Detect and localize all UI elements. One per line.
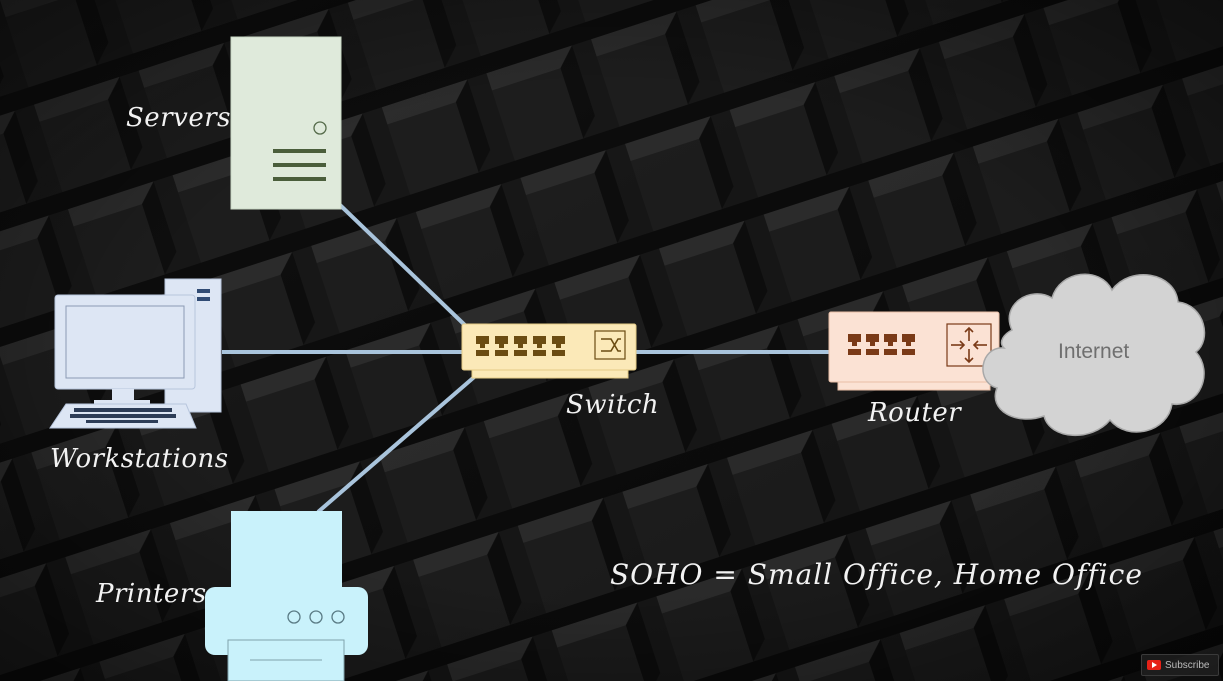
subscribe-button[interactable]: Subscribe	[1141, 654, 1219, 676]
link-servers-switch	[338, 203, 472, 332]
router-icon	[828, 311, 1000, 391]
servers-label: Servers	[126, 103, 231, 133]
workstations-label: Workstations	[50, 444, 229, 474]
subscribe-label: Subscribe	[1165, 659, 1210, 671]
youtube-icon	[1147, 660, 1161, 670]
switch-icon	[461, 323, 637, 379]
link-printers-switch	[316, 370, 482, 514]
workstation-icon	[49, 278, 222, 429]
links	[222, 203, 830, 514]
printers-label: Printers	[96, 579, 207, 609]
internet-label: Internet	[1058, 340, 1130, 363]
router-label: Router	[868, 398, 962, 428]
switch-label: Switch	[566, 390, 660, 420]
internet-cloud-icon	[982, 273, 1206, 436]
soho-caption: SOHO = Small Office, Home Office	[610, 558, 1143, 591]
server-icon	[230, 36, 342, 210]
printer-icon	[205, 511, 368, 681]
